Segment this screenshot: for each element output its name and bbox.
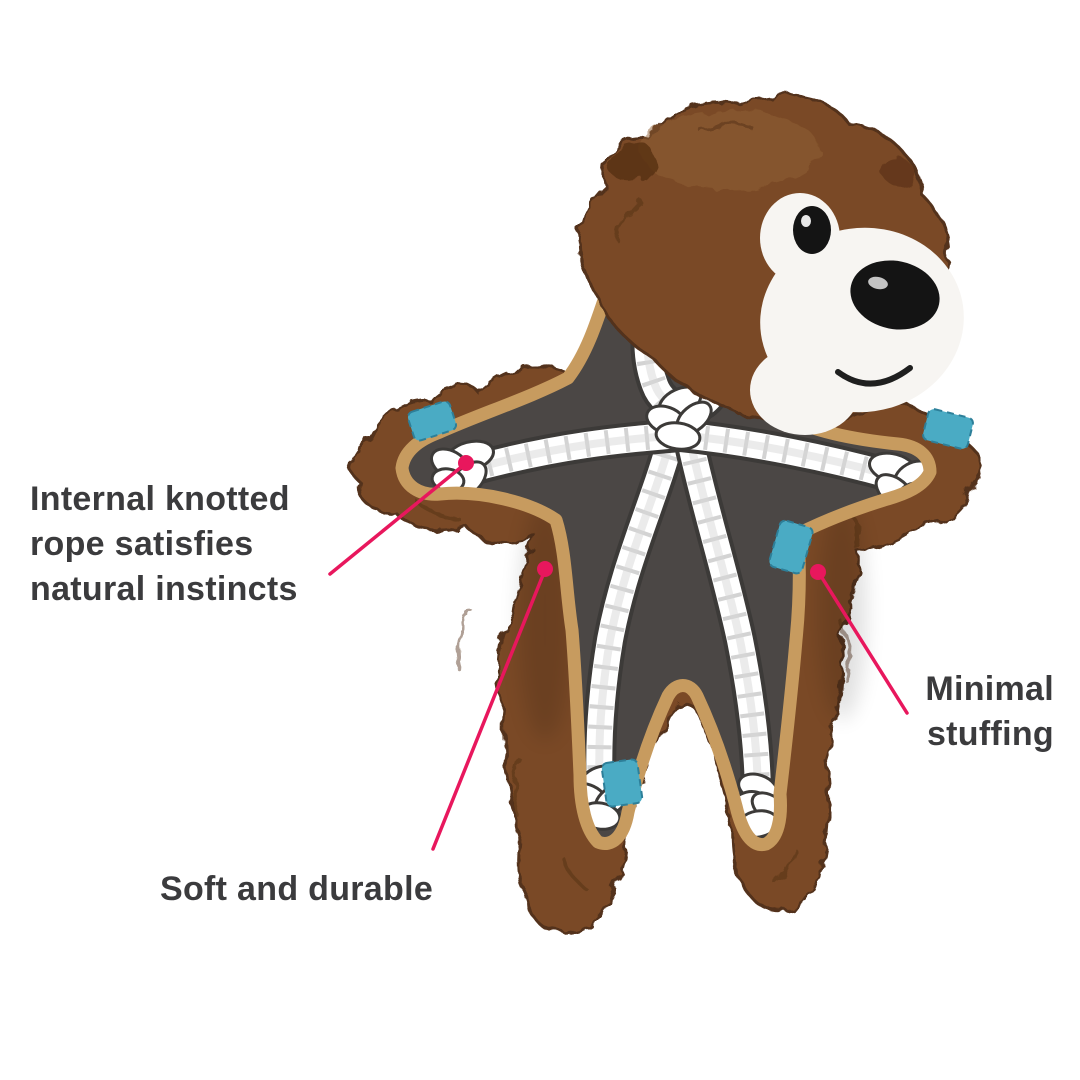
callout-line-internal-rope [328,462,467,576]
rope-knot-center [645,385,713,451]
bear-head [578,93,964,435]
callout-dot-internal-rope [458,455,474,471]
bear-eye [793,206,831,254]
callout-dot-soft-durable [537,561,553,577]
callout-dot-minimal-stuffing [810,564,826,580]
bear-face [750,193,964,435]
fabric-patch [922,408,974,450]
callout-leaders [328,455,909,851]
fabric-patches [407,400,974,808]
right-ear-inner [880,157,916,187]
callout-soft-durable-label: Soft and durable [160,870,434,908]
left-ear-inner [608,143,656,181]
bear-smile [835,365,913,387]
fabric-patch [407,400,457,442]
callout-internal-rope-label: Internal knotted rope satisfies natural … [30,480,298,608]
fabric-patch [600,758,644,808]
callout-line-soft-durable [431,568,547,851]
callout-minimal-stuffing-label: Minimal stuffing [925,670,1054,753]
callout-line-minimal-stuffing [817,571,909,715]
fabric-patch [768,519,814,575]
